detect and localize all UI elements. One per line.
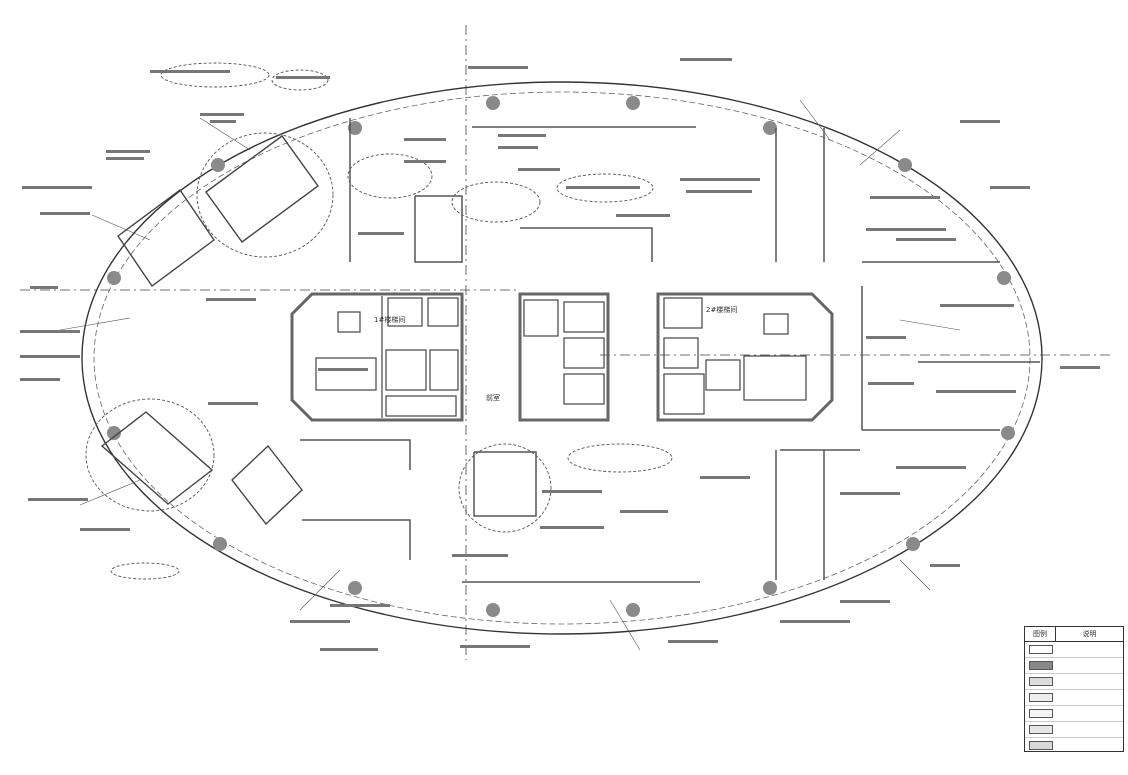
legend-header-desc: 说明: [1082, 630, 1097, 638]
legend-item-4: [1025, 690, 1123, 706]
partitions: [300, 118, 1040, 583]
legend-item-2: [1025, 658, 1123, 674]
room-label-lobby: 前室: [486, 393, 500, 402]
room-label-left: 1#楼梯间: [374, 315, 405, 324]
columns: [107, 96, 1015, 617]
legend-header: 图例 说明: [1025, 627, 1123, 642]
office-block-left-top: [117, 135, 319, 287]
legend-swatch: [1029, 709, 1053, 718]
core-right: [656, 292, 834, 422]
leader-lines: [59, 99, 961, 651]
legend-item-6: [1025, 722, 1123, 738]
legend-swatch: [1029, 693, 1053, 702]
legend-swatch: [1029, 677, 1053, 686]
legend-swatch: [1029, 741, 1053, 750]
legend-item-7: [1025, 738, 1123, 753]
legend-item-3: [1025, 674, 1123, 690]
floor-outline-outer: [81, 81, 1043, 635]
office-block-left-bottom: [100, 411, 303, 526]
legend-swatch: [1029, 661, 1053, 670]
legend-table: 图例 说明: [1024, 626, 1124, 752]
annotation-text-marks: [20, 58, 1100, 651]
legend-header-symbol: 图例: [1025, 627, 1056, 641]
floor-outline-inner: [93, 91, 1031, 625]
revision-clouds: [85, 62, 673, 580]
room-label-right: 2#楼梯间: [706, 305, 737, 314]
core-left: [290, 292, 464, 422]
legend-item-5: [1025, 706, 1123, 722]
legend-swatch: [1029, 645, 1053, 654]
core-center: [518, 292, 610, 422]
legend-swatch: [1029, 725, 1053, 734]
legend-item-1: [1025, 642, 1123, 658]
